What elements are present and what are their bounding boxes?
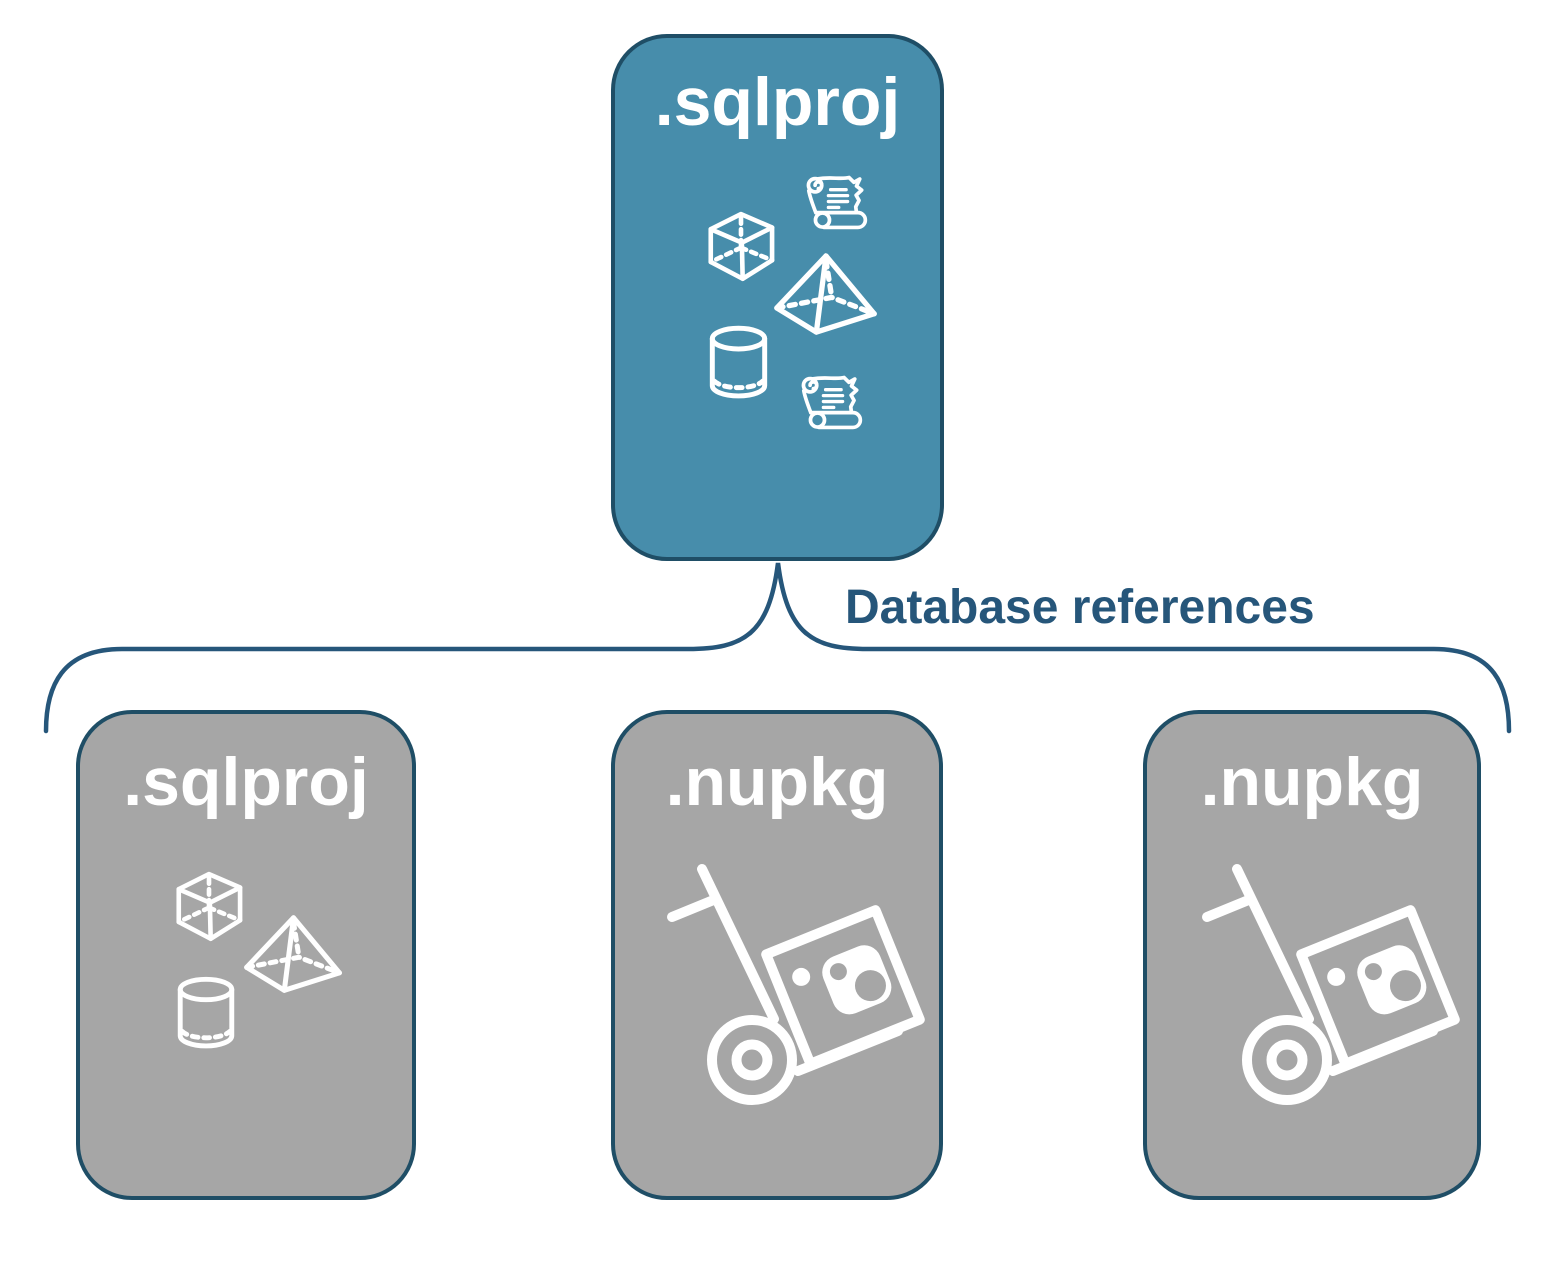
card-title: .sqlproj xyxy=(123,744,369,820)
cylinder-icon xyxy=(174,976,238,1051)
card-title: .sqlproj xyxy=(654,64,901,140)
pyramid-icon xyxy=(773,250,879,339)
card-sqlproj-reference: .sqlproj xyxy=(76,710,416,1200)
card-nupkg-reference: .nupkg xyxy=(1143,710,1481,1200)
card-nupkg-reference: .nupkg xyxy=(611,710,943,1200)
hand-truck-package-icon xyxy=(1200,859,1460,1109)
pyramid-icon xyxy=(243,912,344,997)
scroll-icon xyxy=(799,374,867,435)
card-sqlproj-main: .sqlproj xyxy=(611,34,944,561)
hand-truck-package-icon xyxy=(665,859,925,1109)
card-title: .nupkg xyxy=(1200,744,1424,820)
connector-label: Database references xyxy=(845,581,1315,634)
scroll-icon xyxy=(804,174,872,235)
cube-icon xyxy=(699,204,783,288)
card-title: .nupkg xyxy=(665,744,889,820)
cylinder-icon xyxy=(706,325,771,401)
cube-icon xyxy=(167,864,251,948)
